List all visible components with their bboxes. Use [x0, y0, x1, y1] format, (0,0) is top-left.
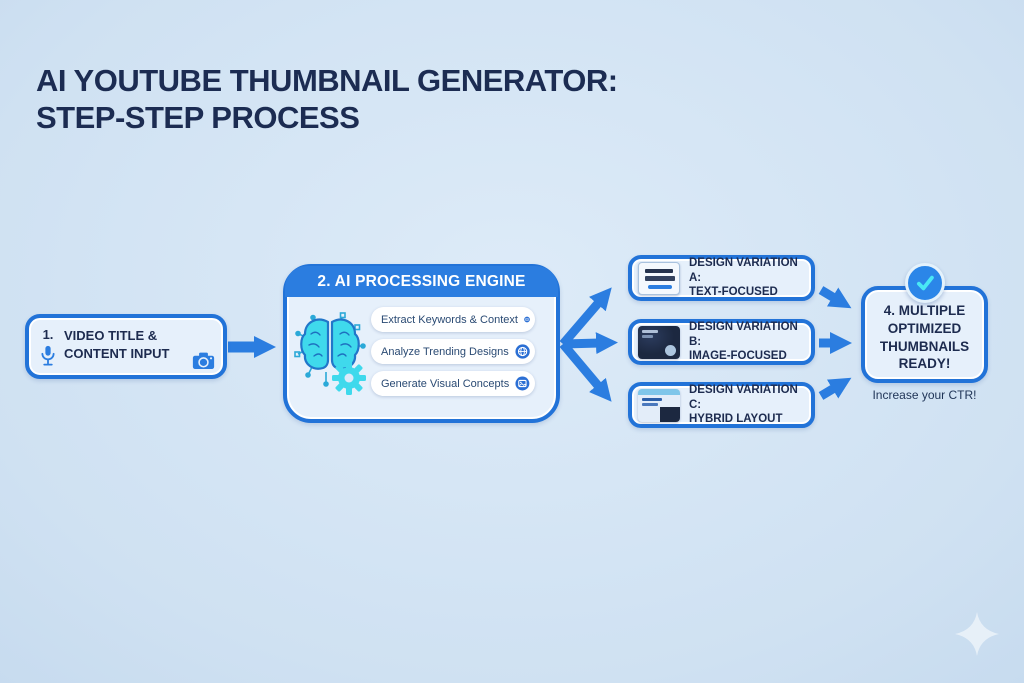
processing-item-analyze-trends: Analyze Trending Designs	[371, 339, 535, 364]
keyboard-icon	[524, 316, 530, 323]
page-title-line2: STEP-STEP PROCESS	[36, 100, 360, 136]
variation-c-label: DESIGN VARIATION C: HYBRID LAYOUT	[689, 383, 798, 426]
arrow-step2-to-variation-c	[559, 341, 612, 402]
step1-number: 1.	[42, 327, 54, 342]
checkmark-badge-icon	[905, 263, 945, 303]
processing-item-generate-concepts: Generate Visual Concepts	[371, 371, 535, 396]
step1-label: VIDEO TITLE & CONTENT INPUT	[64, 328, 170, 361]
variation-a-box: DESIGN VARIATION A: TEXT-FOCUSED	[628, 255, 815, 301]
ai-brain-gear-icon	[293, 310, 373, 402]
microphone-icon	[41, 345, 55, 366]
step4-label: 4. MULTIPLE OPTIMIZED THUMBNAILS READY!	[879, 302, 970, 372]
processing-item-label: Generate Visual Concepts	[381, 377, 510, 390]
step2-ai-processing-box: 2. AI PROCESSING ENGINE	[283, 264, 560, 423]
variation-b-box: DESIGN VARIATION B: IMAGE-FOCUSED	[628, 319, 815, 365]
image-icon	[515, 376, 530, 391]
variation-a-label: DESIGN VARIATION A: TEXT-FOCUSED	[689, 256, 798, 299]
sparkle-icon	[955, 612, 999, 656]
hybrid-layout-thumbnail	[638, 388, 680, 422]
image-focused-thumbnail	[638, 325, 680, 359]
step1-video-input-box: 1. VIDEO TITLE & CONTENT INPUT	[25, 314, 227, 379]
camera-icon	[192, 352, 215, 369]
processing-item-label: Analyze Trending Designs	[381, 345, 509, 358]
globe-icon	[515, 344, 530, 359]
arrow-variation-c-to-step4	[818, 377, 852, 400]
arrow-variation-a-to-step4	[818, 286, 852, 309]
step2-header: 2. AI PROCESSING ENGINE	[285, 266, 558, 297]
page-title: AI YOUTUBE THUMBNAIL GENERATOR: STEP-STE…	[36, 62, 618, 136]
arrow-step2-to-variation-a	[559, 287, 612, 347]
variation-c-box: DESIGN VARIATION C: HYBRID LAYOUT	[628, 382, 815, 428]
processing-item-extract-keywords: Extract Keywords & Context	[371, 307, 535, 332]
processing-item-label: Extract Keywords & Context	[381, 313, 518, 326]
variation-b-label: DESIGN VARIATION B: IMAGE-FOCUSED	[689, 320, 798, 363]
page-title-line1: AI YOUTUBE THUMBNAIL GENERATOR:	[36, 63, 618, 98]
text-focused-thumbnail	[638, 261, 680, 295]
gear-icon	[332, 361, 366, 395]
ctr-caption: Increase your CTR!	[872, 388, 977, 402]
arrow-step2-to-variation-b	[562, 332, 618, 355]
